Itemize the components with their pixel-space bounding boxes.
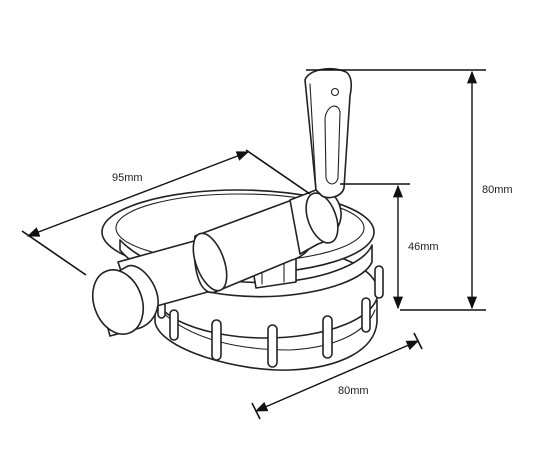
tap-lever-handle <box>304 68 352 199</box>
dimension-length-label: 95mm <box>112 172 143 184</box>
dimension-diameter-label: 80mm <box>338 385 369 397</box>
dimension-height-total: 80mm <box>306 69 513 311</box>
dimension-height-total-label: 80mm <box>482 184 513 196</box>
dimension-height-tap: 46mm <box>340 183 439 310</box>
tap-end-knob <box>91 264 159 337</box>
dimension-length: 95mm <box>21 149 311 276</box>
dimension-diameter: 80mm <box>251 332 423 420</box>
tap-cap-illustration <box>91 68 384 371</box>
dimension-height-tap-label: 46mm <box>408 241 439 253</box>
